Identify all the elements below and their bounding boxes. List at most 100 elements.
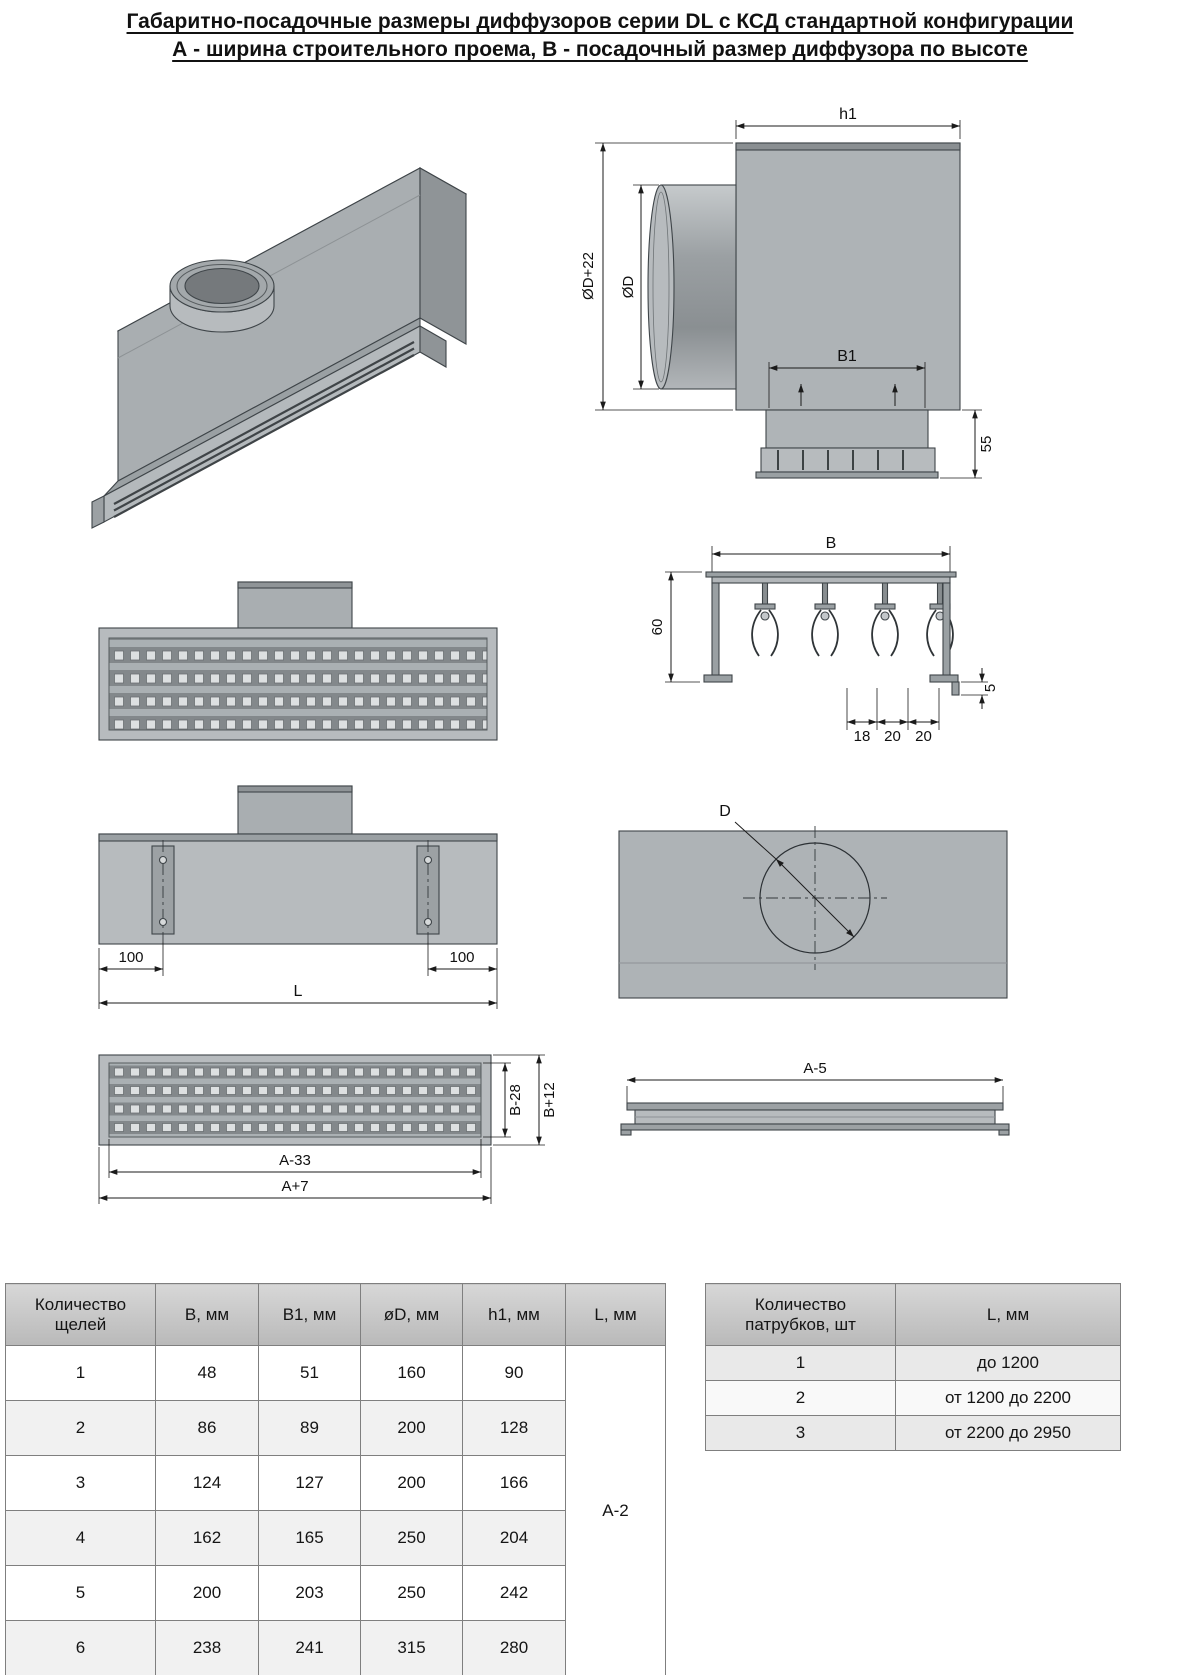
table-row: 3 124 127 200 166	[5, 1455, 666, 1511]
cell-b: 124	[155, 1455, 259, 1511]
dim-b: B	[711, 536, 951, 572]
cell-slots: 2	[5, 1400, 156, 1456]
dim-18-20-20: 18 20 20	[846, 688, 940, 745]
cell-slots: 3	[5, 1455, 156, 1511]
dim-label-b: B	[826, 536, 837, 552]
dim-b1: B1	[768, 348, 926, 408]
perforated-grille	[108, 1062, 482, 1138]
duct-stub	[237, 785, 353, 835]
table-row: 3 от 2200 до 2950	[705, 1415, 1121, 1451]
dim-60: 60	[650, 571, 702, 683]
cell-b: 200	[155, 1565, 259, 1621]
cell-od: 315	[360, 1620, 463, 1675]
table-row: 1 до 1200	[705, 1345, 1121, 1381]
dim-label-od: ØD	[620, 276, 637, 299]
dim-label-100-right: 100	[449, 949, 474, 966]
vane-hanger	[751, 576, 779, 657]
title-line-2: А - ширина строительного проема, В - пос…	[172, 38, 1028, 61]
dim-label-b-minus-28: B-28	[507, 1084, 524, 1116]
cell-h1: 204	[462, 1510, 566, 1566]
cell-od: 200	[360, 1400, 463, 1456]
cell-l-merged: A-2	[565, 1345, 666, 1675]
vane-hanger	[811, 576, 839, 657]
dim-l: L	[99, 983, 497, 1006]
cell-count: 3	[705, 1415, 896, 1451]
cell-b: 238	[155, 1620, 259, 1675]
dim-b-plus-12: B+12	[493, 1054, 558, 1146]
dim-label-b-plus-12: B+12	[541, 1082, 558, 1117]
cell-slots: 6	[5, 1620, 156, 1675]
cell-h1: 242	[462, 1565, 566, 1621]
dim-label-a-minus-33: A-33	[279, 1152, 311, 1169]
header-cell-h1: h1, мм	[462, 1283, 566, 1346]
dim-d: D	[719, 803, 855, 938]
cell-od: 250	[360, 1510, 463, 1566]
header-cell-b1: B1, мм	[258, 1283, 361, 1346]
branch-pipes-table: Количество патрубков, шт L, мм 1 до 1200…	[705, 1283, 1121, 1451]
header-row: Количество щелей B, мм B1, мм øD, мм h1,…	[5, 1283, 666, 1346]
side-view-d-drawing: D	[618, 803, 1008, 999]
cell-l: от 2200 до 2950	[895, 1415, 1121, 1451]
cell-b: 48	[155, 1345, 259, 1401]
cell-slots: 1	[5, 1345, 156, 1401]
dim-label-od-plus-22: ØD+22	[580, 252, 597, 300]
mount-bracket-left	[151, 840, 175, 942]
header-cell-count: Количество патрубков, шт	[705, 1283, 896, 1346]
dim-label-d: D	[719, 803, 731, 820]
title-line-1: Габаритно-посадочные размеры диффузоров …	[126, 10, 1074, 33]
dim-label-l: L	[294, 983, 303, 1000]
header-cell-od: øD, мм	[360, 1283, 463, 1346]
bottom-grille-drawing: B-28 B+12 A-33 A+7	[98, 1054, 558, 1204]
dim-h1: h1	[735, 106, 961, 139]
diffuser-slot-section	[755, 384, 939, 479]
perforated-grille	[108, 637, 488, 731]
cell-b: 162	[155, 1510, 259, 1566]
dim-55: 55	[940, 409, 995, 479]
vane-hanger	[871, 576, 899, 657]
cell-l: до 1200	[895, 1345, 1121, 1381]
slots-table: Количество щелей B, мм B1, мм øD, мм h1,…	[5, 1283, 666, 1675]
table-row: 2 86 89 200 128	[5, 1400, 666, 1456]
dim-label-b1: B1	[837, 348, 857, 365]
dim-label-60: 60	[650, 619, 666, 636]
dim-label-5: 5	[982, 684, 999, 692]
table-row: 6 238 241 315 280	[5, 1620, 666, 1675]
cell-b1: 51	[258, 1345, 361, 1401]
thin-profile-drawing: A-5	[620, 1060, 1010, 1136]
profile-rails	[703, 571, 960, 696]
cell-h1: 280	[462, 1620, 566, 1675]
header-row: Количество патрубков, шт L, мм	[705, 1283, 1121, 1346]
cell-od: 250	[360, 1565, 463, 1621]
plenum-top-edge	[98, 833, 498, 842]
vane-hangers	[751, 576, 954, 657]
front-brackets-drawing: 100 100 L	[98, 785, 498, 1009]
dim-a-minus-33: A-33	[108, 1139, 482, 1178]
cell-od: 160	[360, 1345, 463, 1401]
dim-b-minus-28: B-28	[483, 1062, 524, 1138]
cell-h1: 90	[462, 1345, 566, 1401]
cell-h1: 166	[462, 1455, 566, 1511]
side-section-drawing: h1 ØD+22 ØD B1 55	[580, 106, 995, 479]
cell-l: от 1200 до 2200	[895, 1380, 1121, 1416]
dim-label-20b: 20	[915, 728, 932, 745]
profile-stack	[620, 1102, 1010, 1136]
dim-label-20a: 20	[884, 728, 901, 745]
header-cell-b: B, мм	[155, 1283, 259, 1346]
cell-b1: 127	[258, 1455, 361, 1511]
header-cell-l: L, мм	[895, 1283, 1121, 1346]
cell-b1: 203	[258, 1565, 361, 1621]
table-row: 2 от 1200 до 2200	[705, 1380, 1121, 1416]
cell-b1: 89	[258, 1400, 361, 1456]
header-cell-l: L, мм	[565, 1283, 666, 1346]
dim-100-right: 100	[427, 942, 498, 1009]
cell-b1: 241	[258, 1620, 361, 1675]
mount-bracket-right	[416, 840, 440, 942]
isometric-view-drawing	[91, 167, 468, 529]
plenum-side-face	[618, 830, 1008, 999]
duct-spigot-side	[647, 184, 737, 390]
plenum-side-view	[735, 142, 961, 411]
duct-collar-3d	[169, 259, 275, 333]
table-row: 1 48 51 160 90 A-2	[5, 1345, 666, 1675]
dim-label-100-left: 100	[118, 949, 143, 966]
